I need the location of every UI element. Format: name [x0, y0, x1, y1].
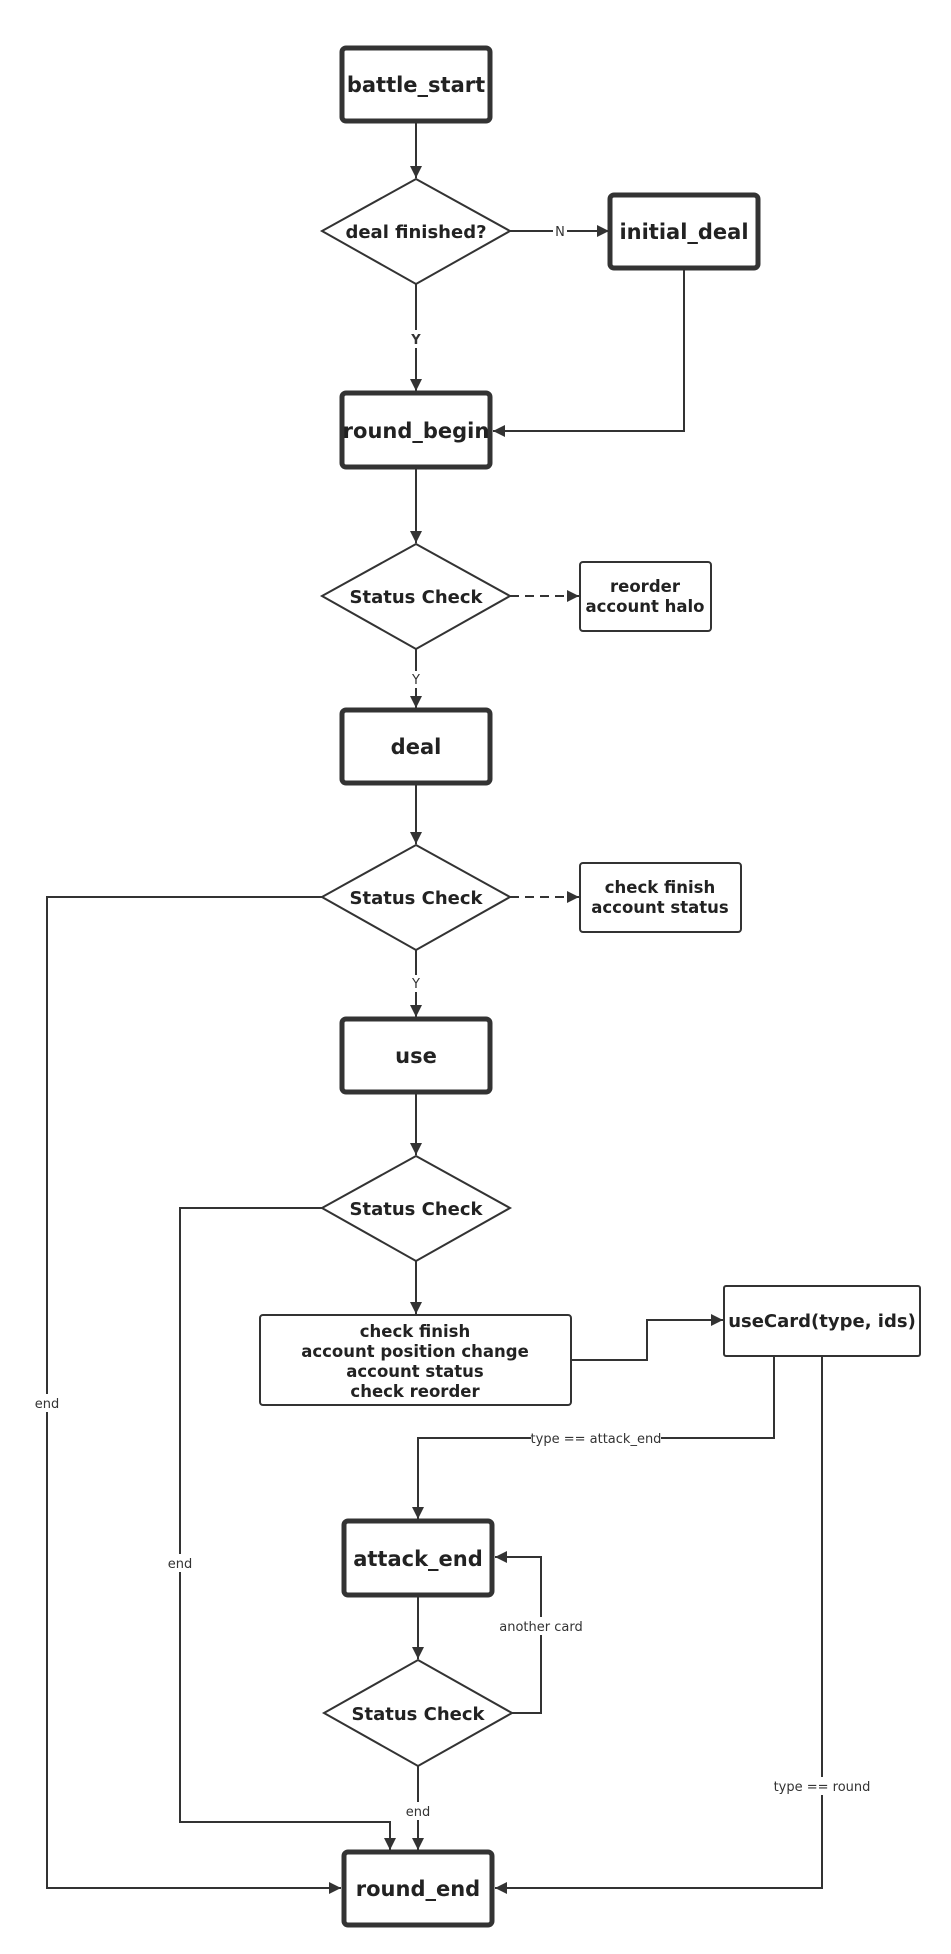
node-status-check-3-label: Status Check	[350, 1199, 484, 1220]
node-reorder-line-2: account halo	[585, 597, 704, 616]
edge-labels: N Y Y Y end end end type == attack_end a…	[33, 222, 871, 1820]
node-use-card-label: useCard(type, ids)	[728, 1311, 916, 1332]
node-status-check-2: Status Check	[319, 843, 513, 952]
edge-label-type-round: type == round	[774, 1780, 871, 1795]
edge-label-y-3: Y	[411, 977, 420, 992]
node-status-check-4: Status Check	[321, 1658, 515, 1768]
node-initial-deal: initial_deal	[607, 192, 761, 271]
node-battle-start: battle_start	[339, 45, 493, 124]
node-status-check-3: Status Check	[319, 1154, 513, 1263]
node-check-block-line-1: check finish	[360, 1322, 470, 1341]
edge-label-type-attack-end: type == attack_end	[531, 1432, 662, 1447]
node-attack-end-label: attack_end	[353, 1547, 483, 1571]
edge-label-another-card: another card	[499, 1620, 582, 1635]
node-use: use	[339, 1016, 493, 1095]
node-check-block-line-3: account status	[346, 1362, 484, 1381]
edge-status-3-to-round-end	[179, 1207, 396, 1850]
node-check-block-line-4: check reorder	[350, 1382, 480, 1401]
node-deal: deal	[339, 707, 493, 786]
node-status-check-1-label: Status Check	[350, 587, 484, 608]
edge-label-y-2: Y	[411, 673, 420, 688]
edge-initial-deal-to-round-begin	[493, 269, 685, 437]
node-check-finish-line-2: account status	[591, 898, 729, 917]
edge-label-n: N	[555, 225, 565, 240]
edge-status-2-to-round-end	[46, 896, 341, 1894]
edge-label-end-left: end	[35, 1397, 60, 1412]
node-round-begin: round_begin	[339, 390, 493, 470]
node-round-end-label: round_end	[356, 1877, 480, 1901]
edge-label-y-1: Y	[410, 333, 421, 348]
node-battle-start-label: battle_start	[347, 73, 485, 97]
node-round-begin-label: round_begin	[343, 419, 490, 443]
edge-label-end-mid: end	[168, 1557, 193, 1572]
node-check-finish-note: check finish account status	[579, 862, 742, 933]
edge-check-block-to-usecard	[571, 1314, 723, 1361]
node-use-card: useCard(type, ids)	[723, 1285, 921, 1357]
node-check-block-line-2: account position change	[301, 1342, 529, 1361]
node-deal-finished: deal finished?	[319, 177, 513, 286]
node-reorder-line-1: reorder	[610, 577, 681, 596]
node-attack-end: attack_end	[341, 1518, 495, 1598]
node-round-end: round_end	[341, 1849, 495, 1928]
node-deal-label: deal	[391, 735, 442, 759]
node-status-check-4-label: Status Check	[352, 1704, 486, 1725]
node-check-block: check finish account position change acc…	[259, 1314, 572, 1406]
node-status-check-2-label: Status Check	[350, 888, 484, 909]
edges	[46, 121, 823, 1894]
edge-usecard-to-round-end	[495, 1356, 823, 1894]
node-deal-finished-label: deal finished?	[345, 222, 486, 243]
node-status-check-1: Status Check	[319, 542, 513, 651]
node-check-finish-line-1: check finish	[605, 878, 715, 897]
node-reorder-note: reorder account halo	[579, 561, 712, 632]
edge-label-end-bottom: end	[406, 1805, 431, 1820]
node-initial-deal-label: initial_deal	[619, 220, 748, 244]
node-use-label: use	[395, 1044, 437, 1068]
